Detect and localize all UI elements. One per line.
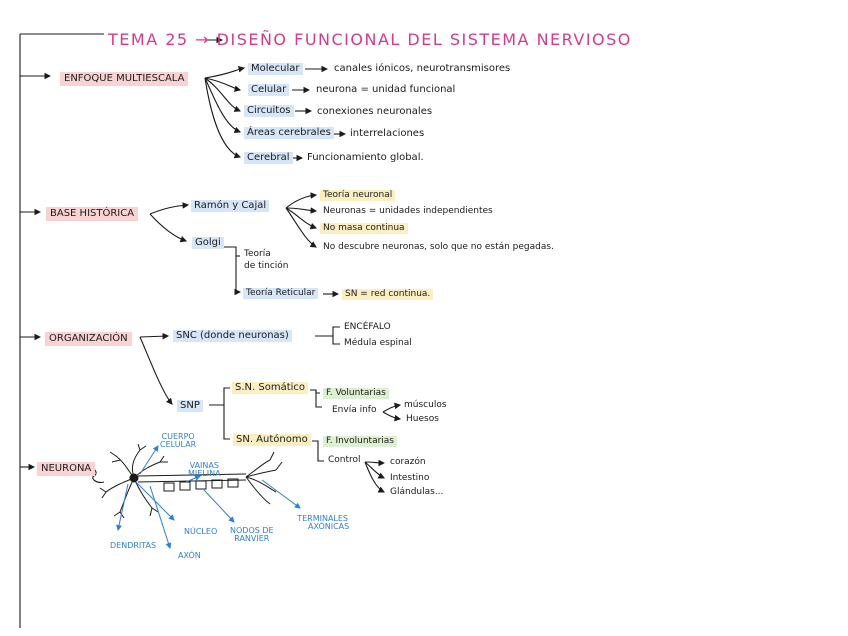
enfoque-item-desc: interrelaciones bbox=[350, 129, 424, 139]
golgi-reticular-desc: SN = red continua. bbox=[342, 289, 433, 300]
control: Control bbox=[328, 456, 361, 465]
label-line: MIELINA bbox=[188, 470, 221, 478]
label-nucleo: NÚCLEO bbox=[184, 528, 217, 536]
label-line: CELULAR bbox=[160, 441, 196, 449]
snc-item: Médula espinal bbox=[344, 339, 412, 348]
neuron-illustration bbox=[100, 444, 282, 518]
ramon-item: Neuronas = unidades independientes bbox=[323, 207, 493, 216]
enfoque-item-desc: conexiones neuronales bbox=[317, 107, 432, 117]
ramon-item: Teoría neuronal bbox=[320, 190, 395, 201]
golgi-tincion-1: Teoría bbox=[244, 250, 271, 259]
enfoque-item-desc: canales iónicos, neurotransmisores bbox=[334, 64, 510, 74]
enfoque-item-desc: Funcionamiento global. bbox=[307, 153, 424, 163]
snc: SNC (donde neuronas) bbox=[173, 330, 292, 342]
snp: SNP bbox=[177, 400, 203, 412]
control-item: Intestino bbox=[390, 474, 429, 483]
snc-item: ENCÉFALO bbox=[344, 323, 391, 332]
enfoque-item-name: Celular bbox=[248, 84, 289, 96]
golgi-tincion-2: de tinción bbox=[244, 262, 289, 271]
base-label: BASE HISTÓRICA bbox=[46, 207, 138, 221]
f-voluntarias: F. Voluntarias bbox=[323, 388, 389, 399]
enfoque-item-name: Circuitos bbox=[244, 105, 294, 117]
ramon-item: No masa continua bbox=[320, 223, 408, 234]
control-item: corazón bbox=[390, 458, 426, 467]
ramon-y-cajal: Ramón y Cajal bbox=[191, 200, 269, 212]
ramon-item: No descubre neuronas, solo que no están … bbox=[323, 243, 554, 252]
envia-item: Huesos bbox=[406, 415, 439, 424]
organizacion-label: ORGANIZACIÓN bbox=[45, 332, 132, 346]
label-axon: AXÓN bbox=[178, 552, 201, 560]
label-line: AXÓNICAS bbox=[308, 523, 349, 531]
f-involuntarias: F. Involuntarias bbox=[323, 436, 397, 447]
enfoque-item-name: Áreas cerebrales bbox=[244, 127, 334, 139]
neurona-label: NEURONA bbox=[37, 462, 95, 476]
sn-somatico: S.N. Somático bbox=[232, 382, 308, 394]
enfoque-item-desc: neurona = unidad funcional bbox=[316, 85, 455, 95]
envia-item: músculos bbox=[404, 401, 447, 410]
sn-autonomo: SN. Autónomo bbox=[233, 434, 311, 446]
enfoque-item-name: Cerebral bbox=[244, 152, 293, 164]
page-title: TEMA 25 → DISEÑO FUNCIONAL DEL SISTEMA N… bbox=[108, 32, 632, 48]
golgi: Golgi bbox=[192, 237, 224, 249]
label-dendritas: DENDRITAS bbox=[110, 542, 156, 550]
envia-info: Envía info bbox=[332, 406, 376, 415]
enfoque-item-name: Molecular bbox=[248, 63, 303, 75]
enfoque-label: ENFOQUE MULTIESCALA bbox=[60, 72, 188, 86]
label-line: RANVIER bbox=[230, 535, 274, 543]
control-item: Glándulas... bbox=[390, 488, 443, 497]
golgi-reticular: Teoría Reticular bbox=[243, 288, 318, 299]
